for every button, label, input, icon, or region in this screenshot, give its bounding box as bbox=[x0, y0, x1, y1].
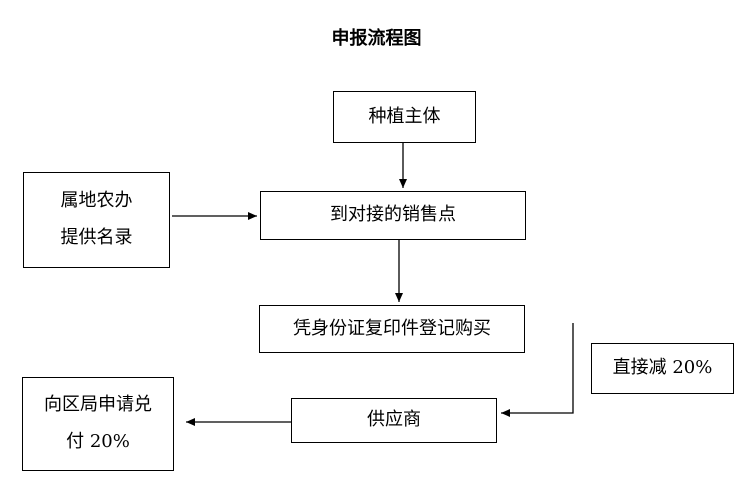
direct-cut-box: 直接减 20% bbox=[591, 343, 734, 394]
sales-point-box: 到对接的销售点 bbox=[260, 191, 526, 240]
direct-cut-label: 直接减 20% bbox=[612, 357, 713, 379]
arrow-reduction-to-supplier bbox=[501, 323, 574, 417]
register-label: 凭身份证复印件登记购买 bbox=[293, 317, 491, 339]
planter-box: 种植主体 bbox=[333, 91, 476, 143]
register-box: 凭身份证复印件登记购买 bbox=[259, 305, 525, 353]
agri-office-label-line2: 提供名录 bbox=[60, 227, 133, 248]
agri-office-label-line1: 属地农办 bbox=[60, 190, 133, 212]
sales-point-label: 到对接的销售点 bbox=[330, 204, 456, 226]
apply-box: 向区局申请兑 付 20% bbox=[22, 377, 174, 471]
apply-label-line2: 付 20% bbox=[66, 431, 130, 452]
planter-label: 种植主体 bbox=[368, 105, 441, 127]
agri-office-box: 属地农办 提供名录 bbox=[23, 172, 170, 268]
apply-label-line1: 向区局申请兑 bbox=[44, 394, 152, 416]
diagram-title: 申报流程图 bbox=[331, 28, 422, 49]
supplier-label: 供应商 bbox=[367, 409, 421, 431]
supplier-box: 供应商 bbox=[291, 398, 497, 443]
